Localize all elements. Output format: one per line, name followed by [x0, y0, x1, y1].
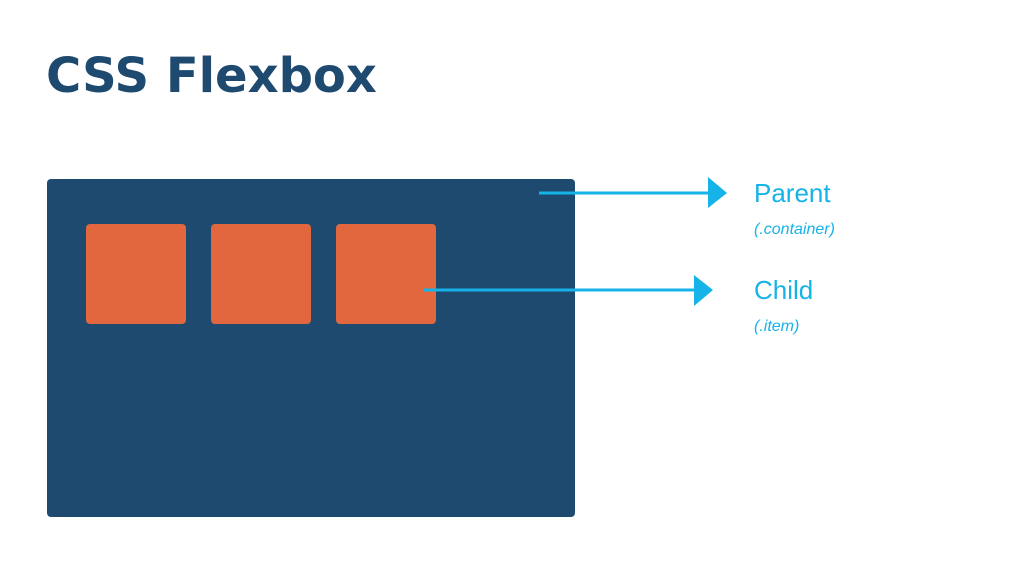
flex-item — [86, 224, 186, 324]
flex-item — [211, 224, 311, 324]
page-title: CSS Flexbox — [46, 48, 377, 104]
parent-label-selector: (.container) — [754, 221, 835, 238]
parent-label-title: Parent — [754, 178, 831, 208]
child-label: Child (.item) — [754, 275, 813, 337]
parent-label: Parent (.container) — [754, 178, 835, 240]
flex-container — [47, 179, 575, 517]
flex-item — [336, 224, 436, 324]
parent-arrow-head — [708, 177, 727, 208]
child-label-title: Child — [754, 275, 814, 305]
child-label-selector: (.item) — [754, 318, 800, 335]
child-arrow-head — [694, 275, 713, 306]
